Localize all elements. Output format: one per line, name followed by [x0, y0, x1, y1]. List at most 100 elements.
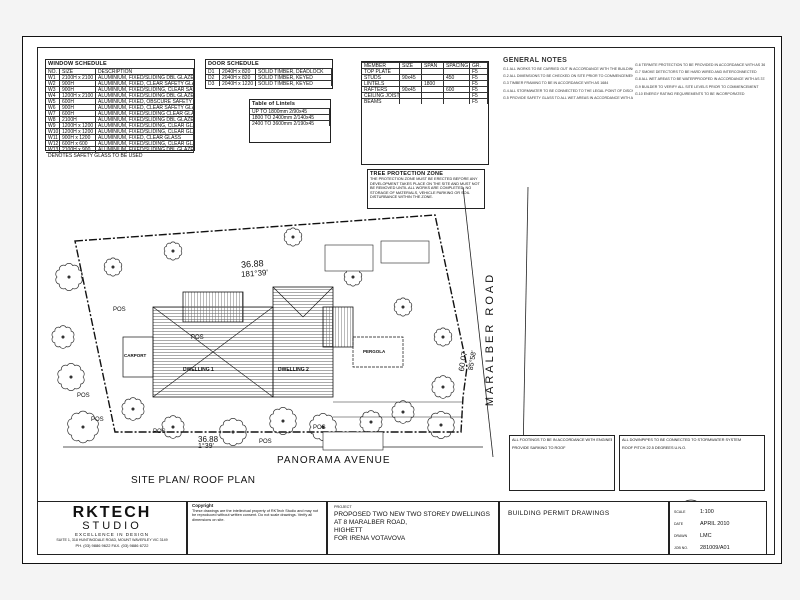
table-cell: [422, 69, 444, 74]
tree-trunk: [441, 385, 445, 389]
job-row: JOB NO.281009/A01: [674, 545, 730, 551]
table-cell: ALUMINIUM, FIXED, CLEAR SAFETY GLASS: [98, 105, 194, 110]
table-cell: W12: [48, 141, 60, 146]
table-cell: 1200H x 1200: [60, 123, 96, 128]
table-cell: D3: [206, 81, 220, 86]
plan-title: SITE PLAN/ ROOF PLAN: [131, 475, 256, 486]
tree-trunk: [131, 407, 135, 411]
tree-icon: [161, 415, 185, 439]
lintel-row: 2400 TO 3600mm 2/190x45: [250, 120, 330, 126]
table-cell: W1: [46, 75, 60, 80]
lintel-row: 1800 TO 2400mm 2/140x45: [250, 114, 330, 120]
date-value: APRIL 2010: [700, 521, 730, 527]
table-cell: [444, 99, 470, 104]
tree-icon: [283, 227, 303, 247]
table-cell: 600H: [60, 111, 96, 116]
table-cell: ALUMINIUM, FIXED, OBSCURE SAFETY GLASS: [96, 99, 194, 104]
table-cell: 600H: [60, 99, 96, 104]
tree-zone-title: TREE PROTECTION ZONE: [370, 171, 444, 177]
annotation-box: [322, 431, 384, 451]
table-cell: F5: [470, 99, 488, 104]
table-cell: F5: [470, 87, 488, 92]
lintel-row: UP TO 1800mm 2/90x45: [250, 108, 330, 114]
tree-trunk: [171, 425, 175, 429]
project-line: PROPOSED TWO NEW TWO STOREY DWELLINGS: [334, 511, 490, 518]
table-cell: 2040H x 820: [220, 75, 256, 80]
table-cell: SOLID TIMBER, DEADLOCK: [256, 69, 332, 74]
window-schedule-title: WINDOW SCHEDULE: [48, 61, 107, 67]
table-cell: SPACING: [446, 63, 470, 68]
table-cell: RAFTERS: [362, 87, 400, 92]
tree-zone-text: THE PROTECTION ZONE MUST BE ERECTED BEFO…: [370, 177, 480, 200]
tree-trunk: [281, 419, 285, 423]
table-cell: F5: [470, 75, 488, 80]
table-cell: [400, 81, 422, 86]
table-cell: 900H x 1200: [60, 135, 96, 140]
tree-icon: [163, 241, 183, 261]
table-cell: [444, 81, 470, 86]
copyright-block: Copyright These drawings are the intelle…: [187, 501, 327, 555]
table-cell: LINTELS: [362, 81, 400, 86]
table-cell: SPAN: [422, 63, 444, 68]
annotation-box: [324, 244, 374, 272]
drawing-title: BUILDING PERMIT DRAWINGS: [508, 510, 610, 517]
drawn-value: LMC: [700, 533, 712, 539]
tree-trunk: [67, 275, 71, 279]
label-pergola: PERGOLA: [363, 349, 386, 354]
table-cell: ALUMINIUM, FIXED/SLIDING DBL GLAZED: [98, 117, 194, 122]
table-cell: W13: [48, 147, 60, 152]
table-cell: ALUMINIUM, FIXED/SLIDING, CLEAR GLASS: [98, 123, 194, 128]
table-cell: GR.: [470, 63, 488, 68]
table-cell: D1: [206, 69, 220, 74]
general-notes: GENERAL NOTES G.1 ALL WORKS TO BE CARRIE…: [503, 57, 633, 475]
tree-protection-zone: TREE PROTECTION ZONE THE PROTECTION ZONE…: [367, 169, 485, 209]
table-cell: SIZE: [60, 69, 96, 74]
label-carport: CARPORT: [124, 353, 147, 358]
table-cell: ALUMINIUM, FIXED/SLIDING CLEAR GLASS: [98, 111, 194, 116]
note-line: G.10 ENERGY RATING REQUIREMENTS TO BE IN…: [635, 91, 745, 96]
note-line: G.9 BUILDER TO VERIFY ALL SITE LEVELS PR…: [635, 84, 759, 89]
drawing-block: BUILDING PERMIT DRAWINGS: [499, 501, 669, 555]
table-cell: [422, 99, 444, 104]
note-line: G.8 ALL WET AREAS TO BE WATERPROOFED IN …: [635, 77, 765, 82]
project-line: FOR IRENA VOTAVOVA: [334, 535, 406, 542]
tree-trunk: [351, 275, 355, 279]
tree-icon: [433, 327, 453, 347]
table-cell: NO.: [46, 69, 60, 74]
table-cell: 2040H x 820: [220, 69, 256, 74]
legend-note: PROVIDE SARKING TO ROOF: [512, 446, 566, 450]
project-line: HIGHETT: [334, 527, 363, 534]
table-cell: W9: [46, 123, 60, 128]
table-cell: D2: [206, 75, 220, 80]
pos-label: POS: [313, 425, 326, 431]
dim-bottom: 36.88: [198, 435, 219, 444]
label-dwelling-2: DWELLING 2: [278, 367, 309, 373]
table-cell: SIZE: [400, 63, 422, 68]
table-cell: F5: [470, 69, 488, 74]
table-cell: 90x45: [400, 87, 422, 92]
table-cell: SOLID TIMBER, KEYED: [256, 75, 332, 80]
pos-label: POS: [191, 335, 204, 341]
company-name: RKTECH: [72, 504, 152, 521]
table-cell: BEAMS: [362, 99, 400, 104]
table-cell: [422, 93, 444, 98]
tree-trunk: [111, 265, 115, 269]
table-cell: [444, 93, 470, 98]
table-cell: 450: [444, 75, 470, 80]
